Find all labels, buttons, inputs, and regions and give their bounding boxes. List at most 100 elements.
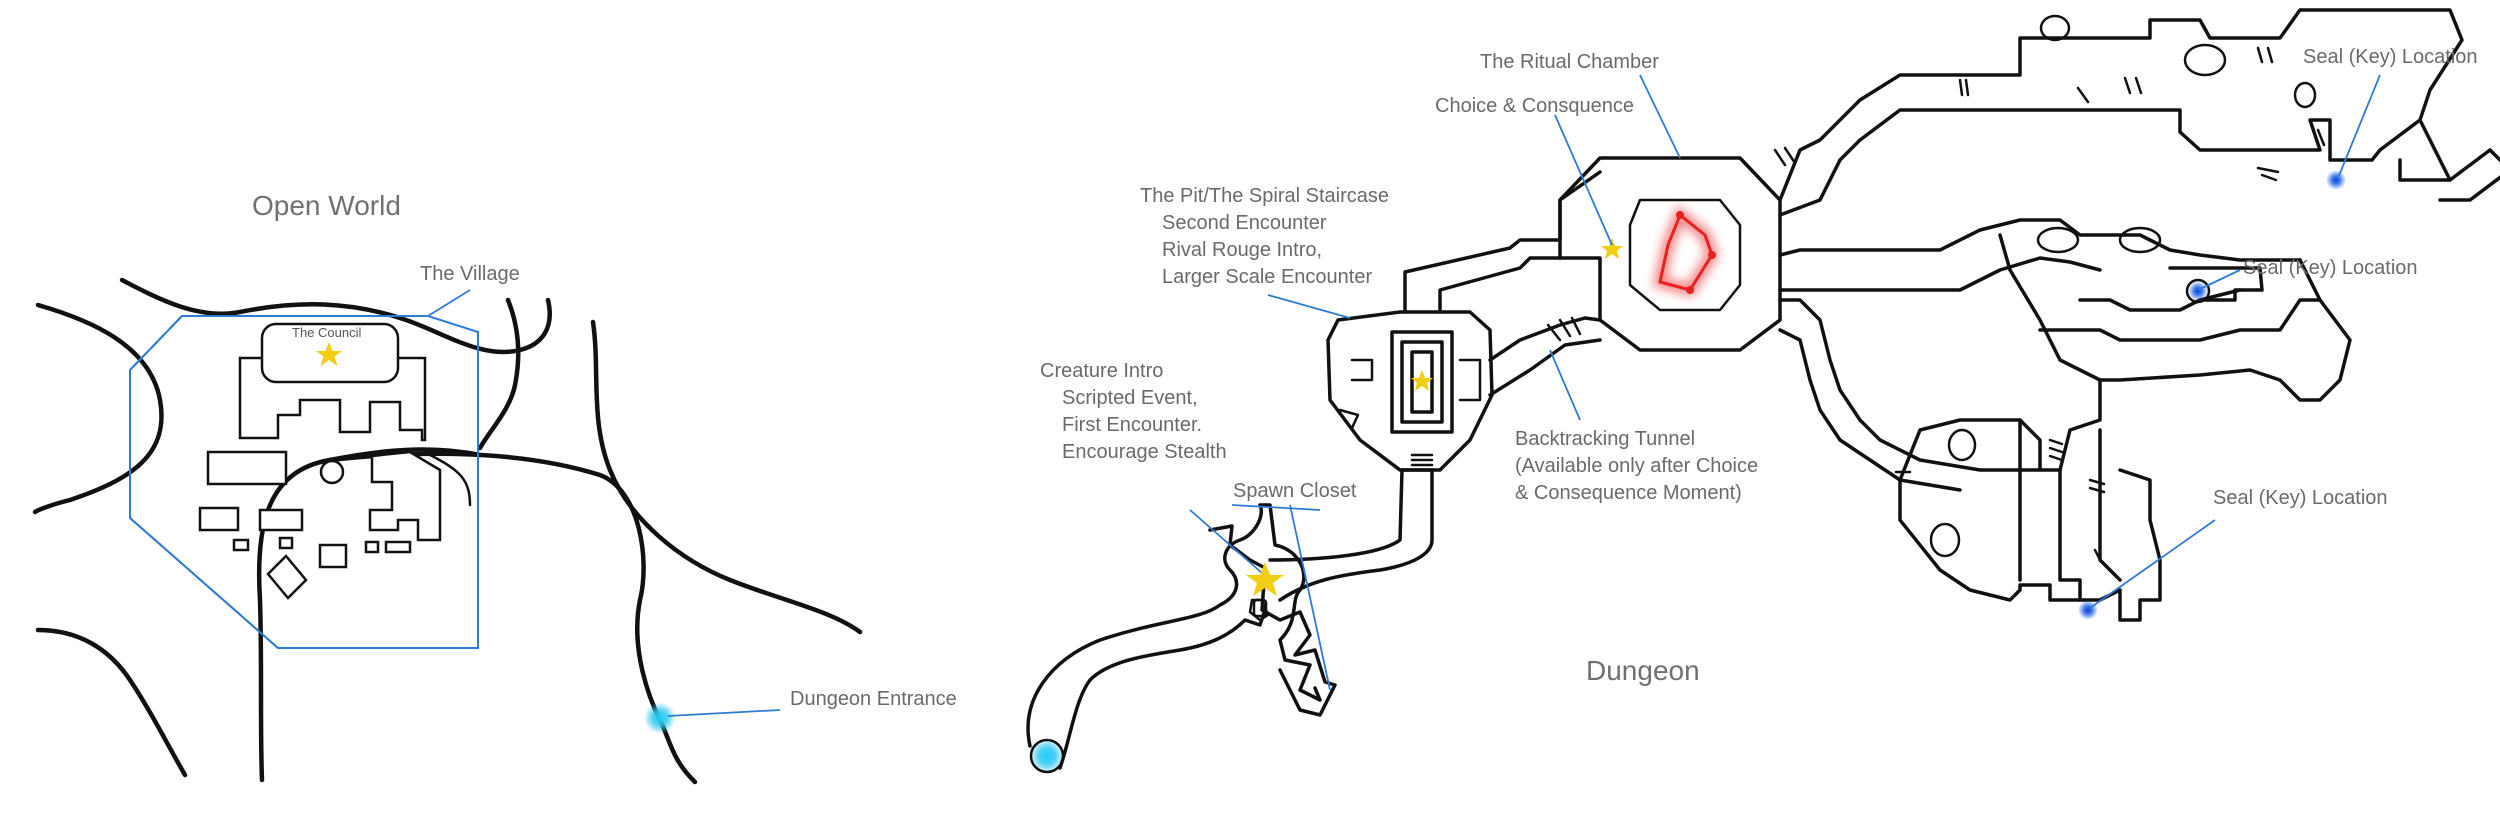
north-marks (1773, 46, 2326, 182)
tunnel-leader-line (1549, 349, 1581, 421)
pit-label-line-4: Larger Scale Encounter (1162, 266, 1372, 288)
house-6 (318, 543, 348, 569)
ritual-node-3 (1686, 286, 1694, 294)
house-1 (206, 450, 288, 486)
river-north (477, 297, 521, 451)
dungeon-entrance-icon (644, 702, 676, 734)
house-8 (384, 540, 412, 554)
open-world-title: Open World (252, 190, 401, 221)
pit-label-line-1: The Pit/The Spiral Staircase (1140, 185, 1389, 207)
river-north-west (119, 277, 552, 355)
creature-label-line-1: Creature Intro (1040, 360, 1163, 382)
pit-side-walls (1338, 358, 1482, 430)
ritual-altar (1628, 198, 1742, 312)
house-4 (232, 538, 250, 552)
village-border (129, 315, 479, 649)
spawn-closet (1208, 524, 1337, 717)
tunnel-label-line-3: & Consequence Moment) (1515, 482, 1742, 504)
river-south-west (35, 627, 188, 778)
seal-location-2-icon (2188, 281, 2208, 301)
ritual-chamber-label: The Ritual Chamber (1480, 51, 1659, 73)
village-border-dash (129, 315, 279, 649)
council-label: The Council (292, 325, 361, 340)
entry-tunnel-outer (1026, 503, 1322, 748)
pit-label-line-3: Rival Rouge Intro, (1162, 239, 1322, 261)
tunnel-label: Backtracking Tunnel (Available only afte… (1515, 428, 1758, 504)
seal-location-3-icon (2078, 600, 2098, 620)
seal-2-label: Seal (Key) Location (2243, 257, 2418, 279)
spawn-point-icon (1029, 738, 1065, 774)
south-complex (1898, 378, 2162, 622)
creature-label-line-2: Scripted Event, (1062, 387, 1198, 409)
ritual-leader-line (1639, 74, 1681, 159)
seal-3-label: Seal (Key) Location (2213, 487, 2388, 509)
choice-leader-line (1554, 114, 1613, 246)
entry-tunnel-inner (1058, 608, 1267, 770)
east-corridor-upper (1778, 218, 2302, 292)
north-east-alcove (2398, 118, 2500, 202)
spawn-closet-label: Spawn Closet (1233, 480, 1357, 502)
seal-3-leader-line (2089, 519, 2216, 609)
spawn-leader-line-2 (1289, 504, 1331, 691)
spawn-leader-line (1231, 504, 1321, 511)
backtracking-tunnel (1488, 316, 1602, 397)
house-9 (266, 554, 308, 600)
village-label: The Village (420, 263, 520, 285)
spiral-staircase-mid (1400, 340, 1444, 424)
pit-label: The Pit/The Spiral Staircase Second Enco… (1140, 185, 1389, 288)
choice-label: Choice & Consquence (1435, 95, 1634, 117)
river-central (256, 447, 483, 783)
house-10 (368, 450, 442, 542)
creature-label: Creature Intro Scripted Event, First Enc… (1040, 360, 1227, 463)
creature-star-icon (1246, 562, 1284, 596)
dungeon-map: Dungeon The Ritual Chamber Choice & Cons… (1026, 8, 2500, 774)
ritual-node-2 (1708, 251, 1716, 259)
entrance-leader-line (667, 709, 781, 717)
tunnel-label-line-1: Backtracking Tunnel (1515, 428, 1695, 450)
east-hub (1998, 233, 2352, 402)
corridor-pit-ritual (1403, 170, 1602, 314)
village-path (428, 453, 472, 507)
north-passage (1778, 8, 2464, 217)
south-inner-rooms (2018, 418, 2122, 602)
pit-leader-line (1267, 294, 1351, 319)
tunnel-marks (1546, 316, 1582, 342)
creature-cage (1248, 598, 1270, 622)
pillar-7 (1929, 522, 1961, 558)
east-branch (2038, 288, 2322, 342)
pit-stairs (1410, 453, 1434, 472)
seal-location-2-ring (2185, 278, 2211, 304)
creature-label-line-3: First Encounter. (1062, 414, 1202, 436)
pillar-6 (1947, 428, 1977, 462)
ritual-node-1 (1676, 211, 1684, 219)
pit-room (1326, 310, 1494, 472)
creature-label-line-4: Encourage Stealth (1062, 441, 1227, 463)
spiral-staircase-inner (1410, 350, 1434, 414)
east-corridor-lower (1778, 298, 2042, 492)
seal-location-1-icon (2326, 170, 2346, 190)
dungeon-entrance-label: Dungeon Entrance (790, 688, 957, 710)
spiral-staircase-outer (1390, 330, 1454, 434)
seal-1-leader-line (2337, 74, 2381, 179)
pillar-2 (2183, 43, 2227, 77)
corridor-pit-south (1268, 468, 1434, 602)
river-east (590, 319, 863, 635)
pillar-4 (2036, 226, 2080, 254)
pillar-5 (2118, 226, 2162, 254)
house-3 (258, 508, 304, 532)
village-leader-line (427, 289, 471, 317)
pillar-3 (2293, 81, 2317, 109)
south-marks (1894, 438, 2106, 562)
choice-star-icon (1601, 238, 1623, 259)
house-5 (278, 536, 294, 550)
dungeon-title: Dungeon (1586, 655, 1700, 686)
house-7 (364, 540, 380, 554)
tunnel-label-line-2: (Available only after Choice (1515, 455, 1758, 477)
spawn-point-ring (1029, 738, 1065, 774)
open-world-map: Open World The Village The Council Dunge… (32, 190, 957, 785)
pit-star-icon (1411, 370, 1433, 391)
council-star-icon (316, 342, 342, 366)
seal-2-leader-line (2197, 269, 2241, 291)
village-well (319, 459, 345, 485)
